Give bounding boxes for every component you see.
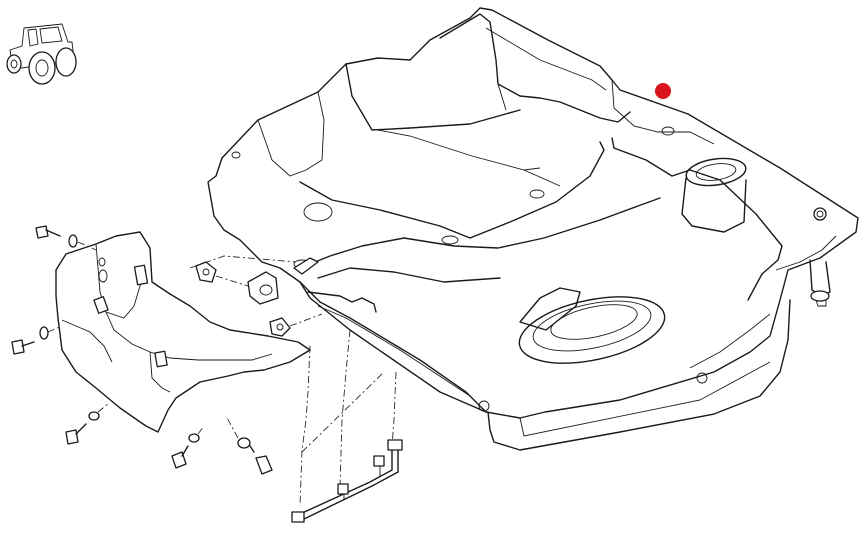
pin [293,257,319,275]
clip-nut-1 [195,261,217,283]
assembly-lines [47,241,397,507]
drain-hose [291,439,403,523]
tractor-icon[interactable] [6,23,77,85]
floor-platform [207,7,859,451]
clip-nut-3 [269,317,291,337]
clip-nut-2 [247,271,279,305]
bolt-5 [237,437,273,475]
side-shield [55,231,311,433]
bolt-4 [171,433,200,469]
red-dot-marker [655,83,671,99]
bolt-3 [65,411,100,445]
bolt-2 [11,326,49,355]
bolt-1 [35,225,78,248]
